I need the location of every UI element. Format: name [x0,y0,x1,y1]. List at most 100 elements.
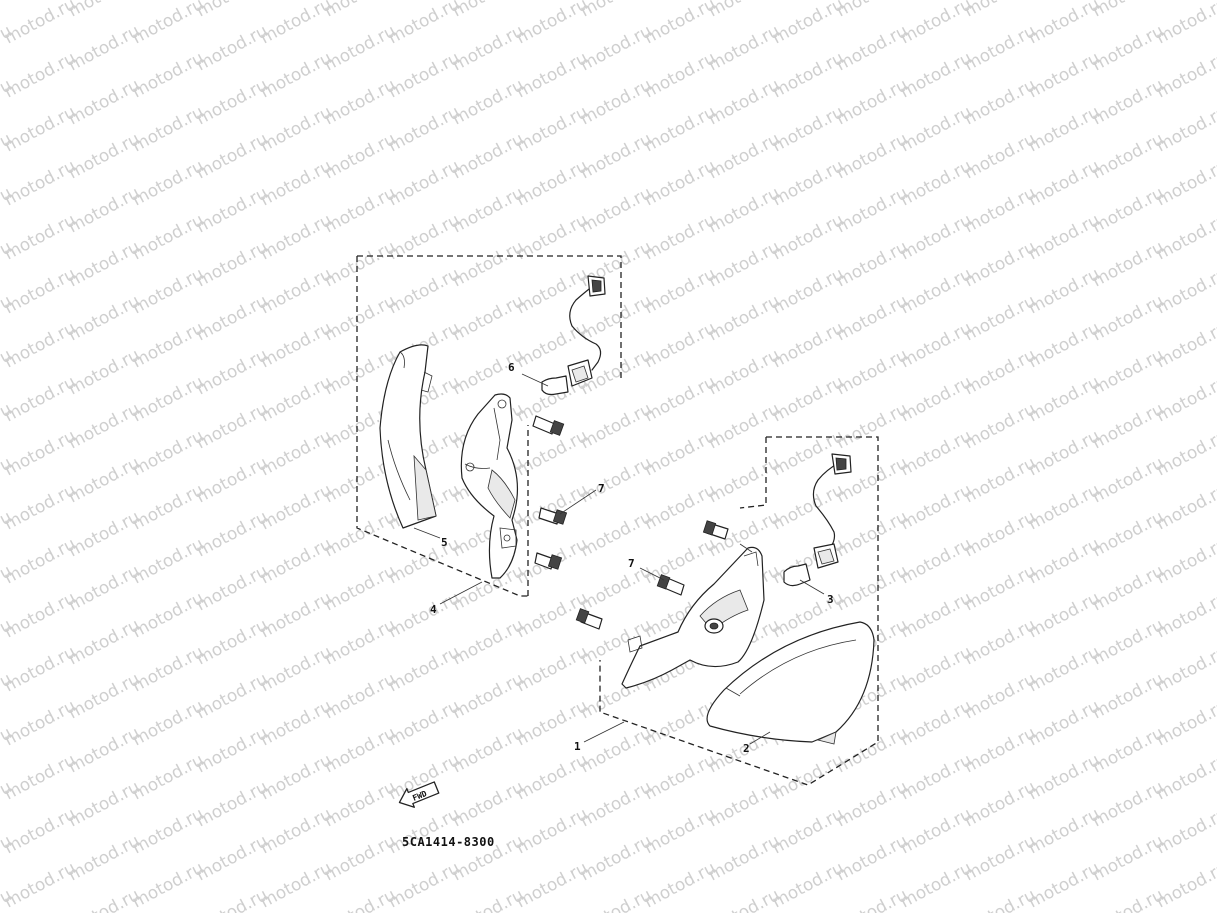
diagram-part-number: 5CA1414-8300 [402,835,495,849]
watermark-text: motod.ru [65,183,143,237]
watermark-text: motod.ru [385,156,463,210]
watermark-text: motod.ru [1,534,79,588]
watermark-text: motod.ru [449,237,527,291]
watermark-text: motod.ru [641,48,719,102]
watermark-text: motod.ru [193,561,271,615]
watermark-text: motod.ru [833,507,911,561]
watermark-text: motod.ru [321,129,399,183]
watermark-text: motod.ru [1,696,79,750]
forward-arrow-icon: FWD [398,781,440,808]
watermark-text: motod.ru [1,480,79,534]
watermark-text: motod.ru [1089,453,1167,507]
watermark-text: motod.ru [449,561,527,615]
watermark-text: motod.ru [321,183,399,237]
watermark-text: motod.ru [1089,615,1167,669]
watermark-text: motod.ru [897,210,975,264]
watermark-text: motod.ru [65,75,143,129]
left-housing-part-4 [460,393,519,579]
watermark-text: motod.ru [577,723,655,777]
watermark-text: motod.ru [577,75,655,129]
watermark-text: motod.ru [577,507,655,561]
watermark-text: motod.ru [257,858,335,912]
watermark-text: motod.ru [577,291,655,345]
watermark-text: motod.ru [577,399,655,453]
watermark-text: motod.ru [1,642,79,696]
watermark-text: motod.ru [833,399,911,453]
watermark-text: motod.ru [449,129,527,183]
watermark-text: motod.ru [1,372,79,426]
watermark-text: motod.ru [833,129,911,183]
watermark-text: motod.ru [705,453,783,507]
watermark-text: motod.ru [1025,750,1103,804]
watermark-text: motod.ru [1,858,79,912]
watermark-text: motod.ru [65,129,143,183]
watermark-text: motod.ru [641,264,719,318]
callout-3: 3 [827,593,834,606]
watermark-text: motod.ru [1025,642,1103,696]
watermark-text: motod.ru [321,885,399,913]
watermark-text: motod.ru [641,426,719,480]
watermark-text: motod.ru [449,885,527,913]
watermark-text: motod.ru [257,48,335,102]
watermark-text: motod.ru [641,858,719,912]
watermark-text: motod.ru [65,21,143,75]
watermark-text: motod.ru [193,615,271,669]
watermark-text: motod.ru [257,480,335,534]
watermark-text: motod.ru [129,156,207,210]
watermark-text: motod.ru [1089,561,1167,615]
watermark-text: motod.ru [129,426,207,480]
watermark-text: motod.ru [321,291,399,345]
watermark-text: motod.ru [1025,210,1103,264]
watermark-text: motod.ru [705,183,783,237]
watermark-text: motod.ru [897,804,975,858]
watermark-text: motod.ru [257,750,335,804]
watermark-text: motod.ru [257,804,335,858]
watermark-text: motod.ru [449,669,527,723]
watermark-text: motod.ru [1025,588,1103,642]
watermark-text: motod.ru [1,0,79,48]
watermark-text: motod.ru [129,102,207,156]
watermark-text: motod.ru [769,480,847,534]
watermark-text: motod.ru [129,858,207,912]
watermark-text: motod.ru [1,804,79,858]
watermark-text: motod.ru [833,345,911,399]
watermark-text: motod.ru [65,237,143,291]
watermark-text: motod.ru [833,183,911,237]
watermark-text: motod.ru [705,399,783,453]
left-lens-part-5 [379,344,437,529]
watermark-text: motod.ru [321,777,399,831]
callout-7-right: 7 [628,557,635,570]
watermark-text: motod.ru [257,318,335,372]
watermark-text: motod.ru [1,588,79,642]
watermark-text: motod.ru [1,750,79,804]
watermark-text: motod.ru [769,0,847,48]
watermark-text: motod.ru [385,534,463,588]
watermark-text: motod.ru [833,237,911,291]
watermark-text: motod.ru [1089,723,1167,777]
watermark-text: motod.ru [513,0,591,48]
watermark-text: motod.ru [321,507,399,561]
watermark-text: motod.ru [193,75,271,129]
watermark-text: motod.ru [897,102,975,156]
watermark-text: motod.ru [129,210,207,264]
watermark-text: motod.ru [193,237,271,291]
watermark-text: motod.ru [897,642,975,696]
watermark-text: motod.ru [705,291,783,345]
watermark-text: motod.ru [385,804,463,858]
watermark-text: motod.ru [513,750,591,804]
watermark-text: motod.ru [385,858,463,912]
watermark-text: motod.ru [769,210,847,264]
watermark-text: motod.ru [577,885,655,913]
watermark-text: motod.ru [193,885,271,913]
watermark-text: motod.ru [65,831,143,885]
watermark-text: motod.ru [1025,318,1103,372]
watermark-text: motod.ru [961,75,1039,129]
watermark-text: motod.ru [1025,0,1103,48]
watermark-text: motod.ru [257,372,335,426]
watermark-text: motod.ru [577,831,655,885]
watermark-text: motod.ru [65,399,143,453]
watermark-text: motod.ru [257,0,335,48]
watermark-text: motod.ru [1089,885,1167,913]
watermark-text: motod.ru [129,696,207,750]
